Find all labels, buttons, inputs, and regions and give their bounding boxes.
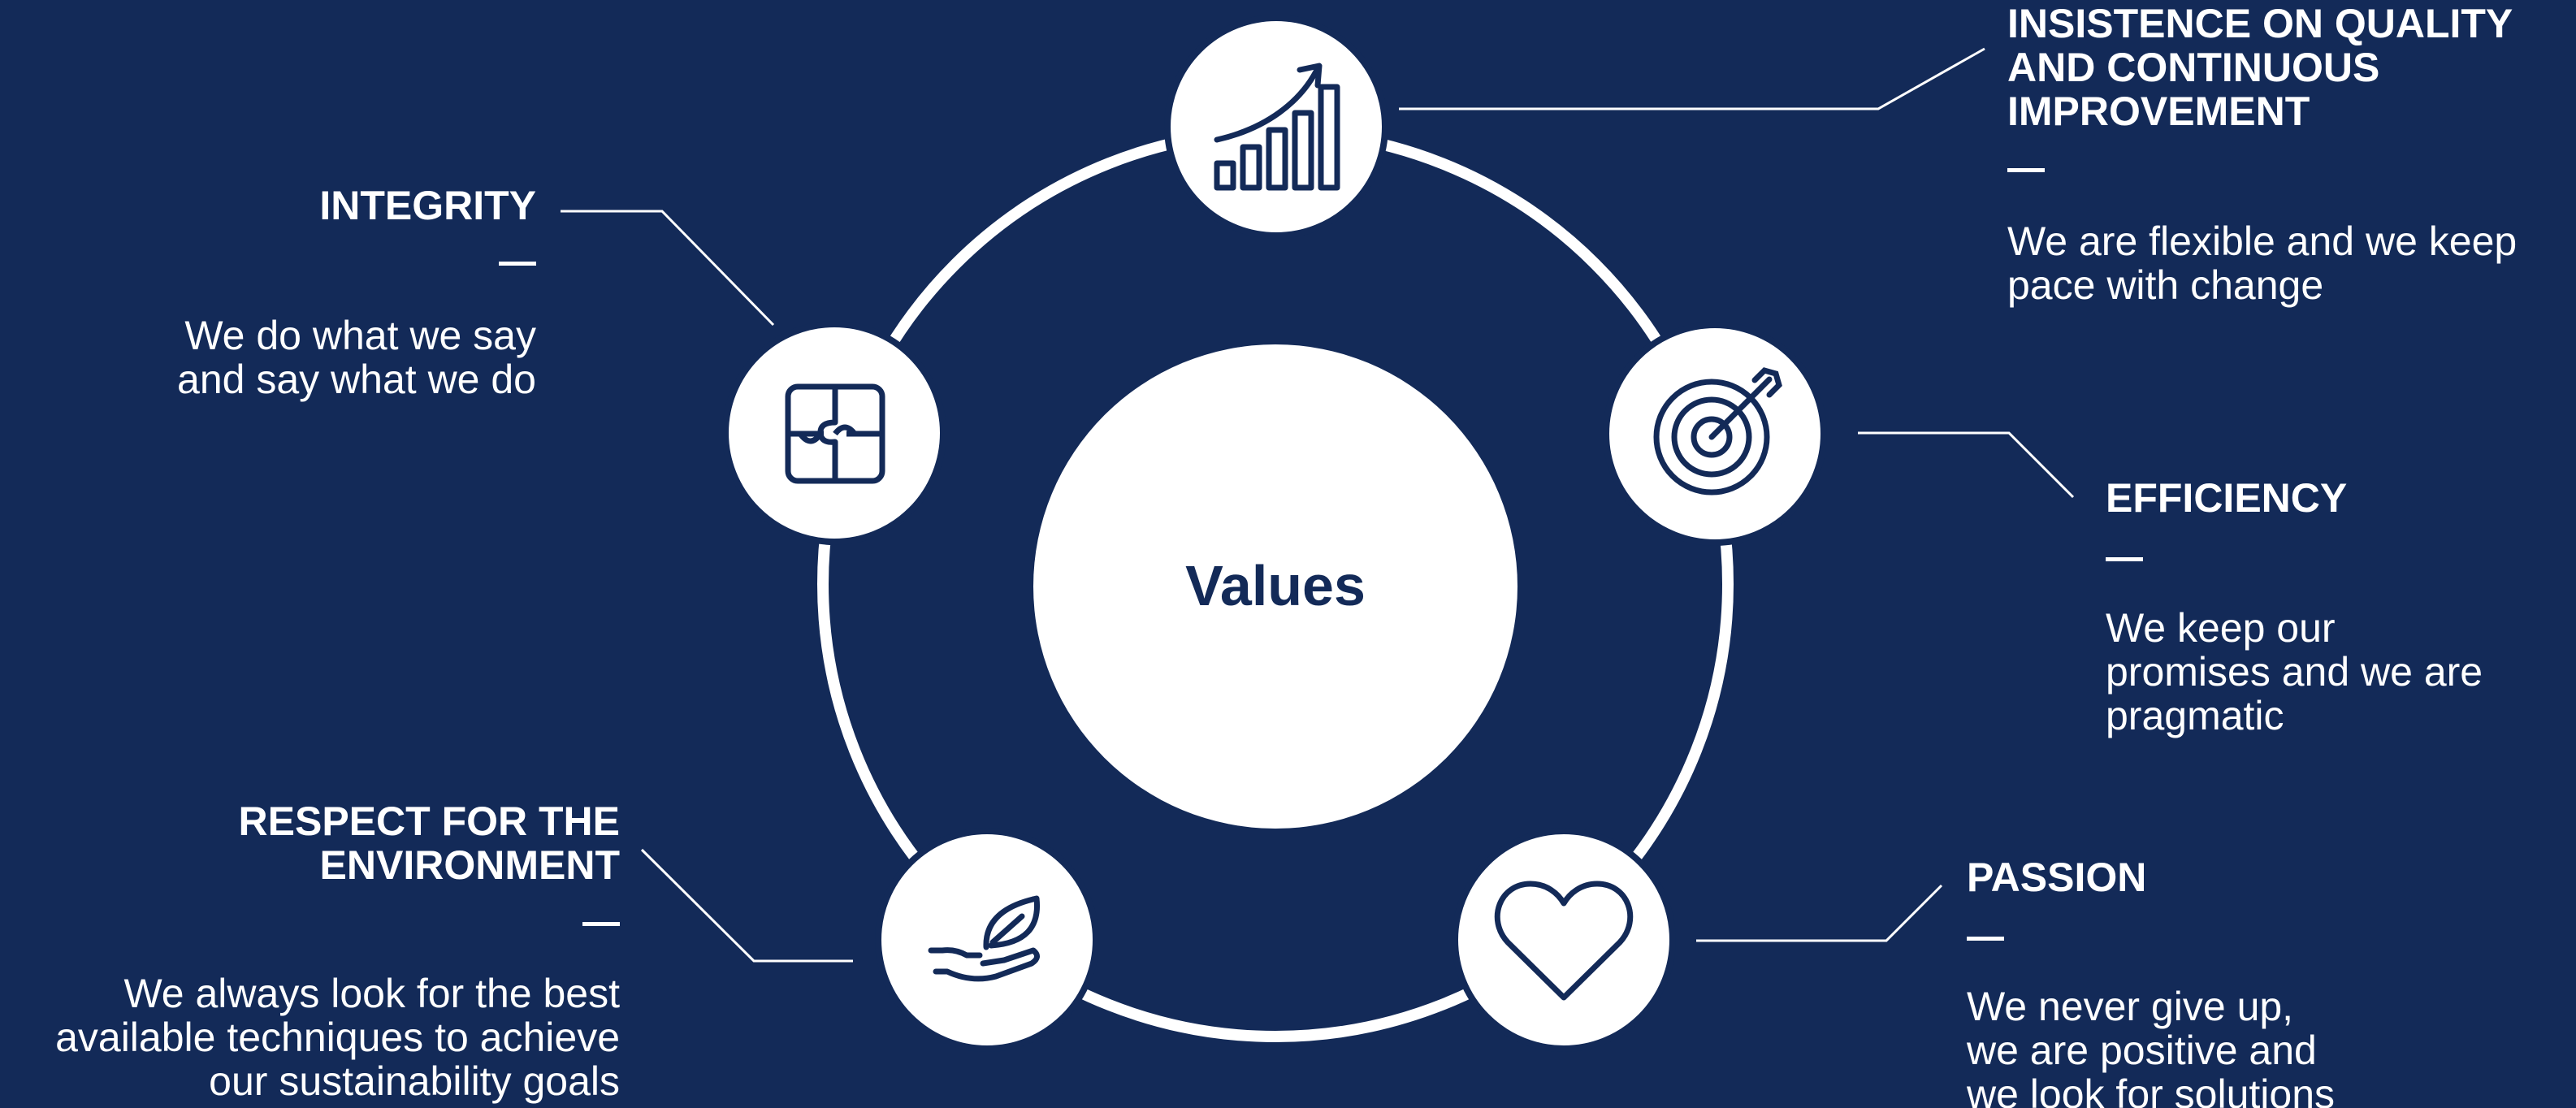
- environment-title: RESPECT FOR THE ENVIRONMENT: [238, 799, 620, 888]
- connector-environment: [640, 848, 853, 963]
- target-arrow-icon: [1653, 367, 1782, 496]
- growth-chart-icon: [1214, 63, 1340, 191]
- node-integrity: [722, 321, 946, 545]
- center-label: Values: [1185, 554, 1366, 617]
- integrity-title: INTEGRITY: [319, 183, 536, 228]
- passion-description: We never give up, we are positive and we…: [1967, 984, 2336, 1108]
- integrity-description: We do what we say and say what we do: [177, 313, 536, 402]
- node-efficiency: [1603, 322, 1827, 546]
- center-disc: [1033, 344, 1517, 829]
- efficiency-dash: [2106, 557, 2143, 561]
- puzzle-icon: [785, 383, 885, 484]
- environment-dash: [582, 922, 620, 926]
- node-environment: [875, 828, 1099, 1052]
- passion-title: PASSION: [1967, 855, 2147, 900]
- quality-title: INSISTENCE ON QUALITY AND CONTINUOUS IMP…: [2007, 1, 2513, 134]
- connector-efficiency: [1858, 431, 2075, 499]
- node-quality: [1164, 15, 1388, 239]
- node-passion: [1452, 828, 1676, 1052]
- integrity-dash: [499, 262, 536, 266]
- passion-dash: [1967, 937, 2004, 941]
- connector-passion: [1696, 884, 1943, 942]
- hand-leaf-icon: [928, 895, 1041, 982]
- efficiency-description: We keep our promises and we are pragmati…: [2106, 605, 2483, 738]
- efficiency-title: EFFICIENCY: [2106, 475, 2348, 521]
- heart-icon: [1494, 881, 1634, 1001]
- connector-quality: [1399, 47, 1985, 110]
- quality-dash: [2007, 168, 2045, 172]
- connector-integrity: [561, 210, 775, 327]
- quality-description: We are flexible and we keep pace with ch…: [2007, 219, 2518, 308]
- environment-description: We always look for the best available te…: [55, 971, 620, 1104]
